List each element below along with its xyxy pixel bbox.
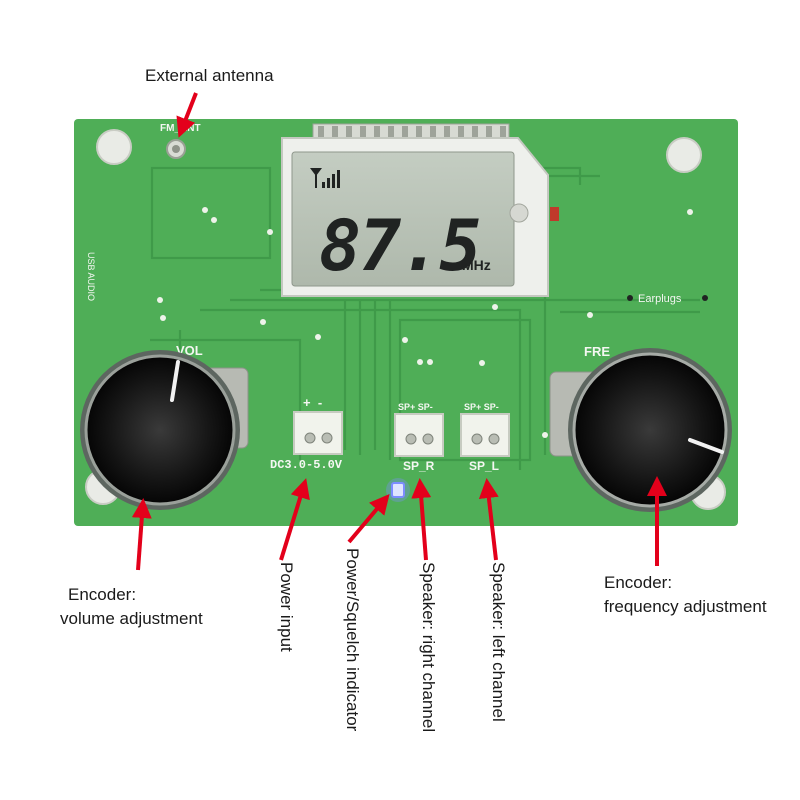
callout-frequency-line2: frequency adjustment	[604, 597, 767, 616]
earplugs-silkscreen: Earplugs	[638, 293, 682, 305]
power-polarity-silkscreen: + -	[303, 395, 322, 410]
lcd-connector-pins	[312, 123, 510, 141]
callout-power: Power input	[277, 562, 296, 652]
usb-audio-silkscreen: USB AUDIO	[86, 252, 96, 301]
arrow-speaker-right	[411, 478, 432, 561]
signal-strength-icon	[310, 168, 340, 188]
callout-speaker-right: Speaker: right channel	[419, 562, 438, 733]
lcd-module: 87.5 MHz	[281, 137, 549, 297]
smd-component	[550, 207, 559, 221]
speaker-left-pins-silkscreen: SP+ SP-	[464, 402, 499, 412]
frequency-knob-pointer	[688, 438, 724, 454]
power-rating-silkscreen: DC3.0-5.0V	[270, 458, 343, 472]
lcd-frequency-readout: 87.5	[319, 205, 480, 287]
callout-volume-line1: Encoder:	[68, 585, 137, 604]
speaker-left-terminal	[460, 413, 510, 457]
power-squelch-led	[386, 478, 410, 502]
earplugs-jack	[627, 295, 708, 301]
speaker-left-silkscreen: SP_L	[469, 459, 499, 473]
frequency-encoder-knob[interactable]	[549, 348, 732, 512]
callout-indicator: Power/Squelch indicator	[343, 548, 362, 732]
callout-volume-line2: volume adjustment	[60, 609, 203, 628]
speaker-right-terminal	[394, 413, 444, 457]
lcd-backlight-screw	[509, 203, 529, 223]
frequency-knob-silkscreen: FRE	[584, 344, 610, 359]
arrow-antenna	[176, 92, 198, 138]
antenna-pad	[166, 139, 186, 159]
callout-speaker-left: Speaker: left channel	[489, 562, 508, 722]
callout-frequency-line1: Encoder:	[604, 573, 673, 592]
arrow-volume	[131, 498, 152, 571]
mount-hole-top-right	[666, 137, 702, 173]
arrow-power	[279, 478, 310, 561]
mount-hole-top-left	[96, 129, 132, 165]
arrow-indicator	[347, 493, 390, 544]
volume-knob-pointer	[170, 360, 180, 402]
power-input-terminal	[293, 411, 343, 455]
arrow-speaker-left	[478, 478, 499, 561]
lcd-frequency-unit: MHz	[462, 257, 491, 273]
volume-encoder-knob[interactable]	[80, 350, 249, 510]
callout-antenna: External antenna	[145, 66, 274, 85]
speaker-right-silkscreen: SP_R	[403, 459, 435, 473]
callout-arrows	[131, 92, 667, 571]
speaker-right-pins-silkscreen: SP+ SP-	[398, 402, 433, 412]
